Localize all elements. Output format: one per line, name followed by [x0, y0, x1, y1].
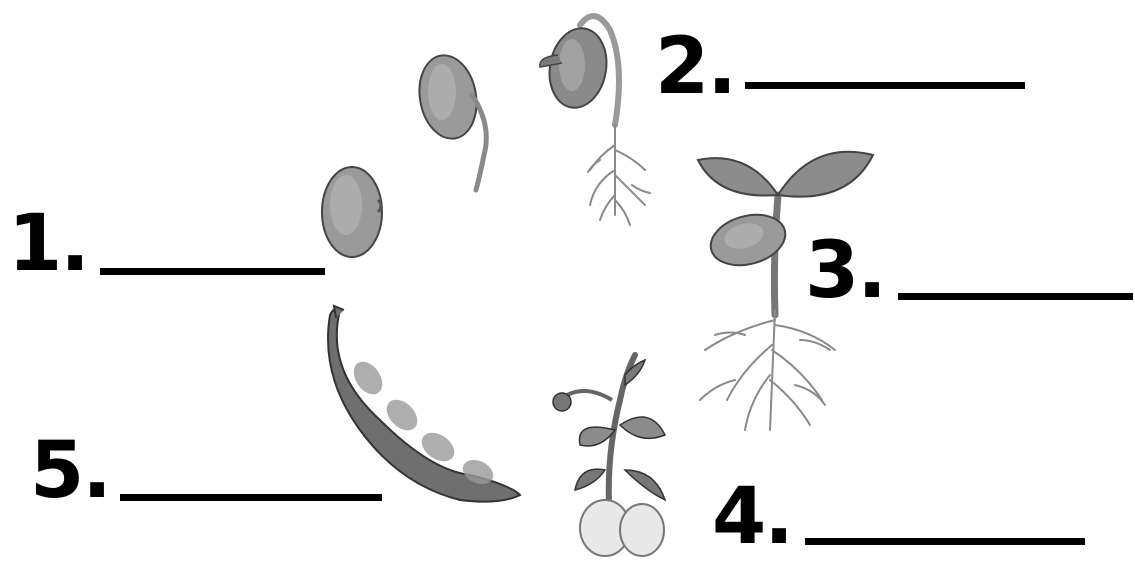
stage-1-answer-blank[interactable]	[100, 268, 325, 275]
bean-seed-illustration	[322, 167, 382, 257]
stage-1-label: 1.	[8, 205, 88, 283]
stage-4-label: 4.	[712, 478, 792, 556]
stage-2-answer-blank[interactable]	[745, 82, 1025, 89]
seedling-illustration	[540, 16, 650, 225]
stage-3-label: 3.	[805, 232, 885, 310]
stage-5-label: 5.	[30, 432, 110, 510]
flower-illustration	[553, 355, 665, 556]
stage-3-answer-blank[interactable]	[898, 293, 1133, 300]
germinating-seed-illustration	[413, 51, 486, 190]
stage-2-label: 2.	[655, 28, 735, 106]
bean-pod-illustration	[328, 306, 520, 502]
stage-4-answer-blank[interactable]	[805, 538, 1085, 545]
stage-5-answer-blank[interactable]	[120, 494, 382, 501]
